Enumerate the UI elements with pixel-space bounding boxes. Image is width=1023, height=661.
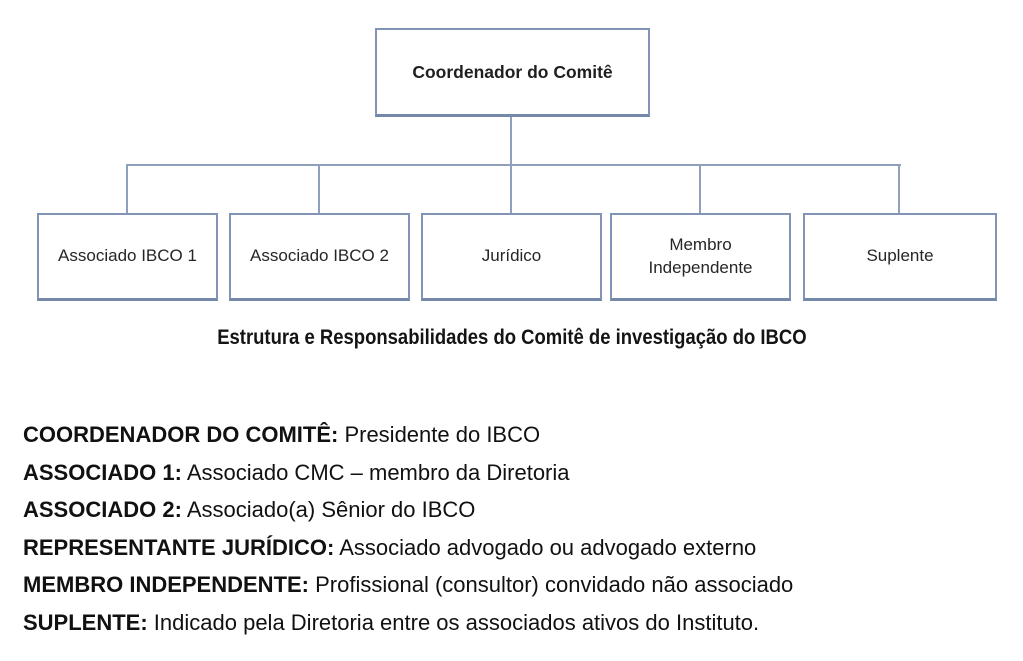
connector-drop-4 [699,165,701,213]
connector-stem [510,117,512,165]
definition-desc: Profissional (consultor) convidado não a… [309,572,794,598]
definition-representante-juridico: REPRESENTANTE JURÍDICO: Associado advoga… [23,529,1003,567]
definition-term: REPRESENTANTE JURÍDICO: [23,534,335,560]
org-box-label: Coordenador do Comitê [412,61,613,82]
definition-suplente: SUPLENTE: Indicado pela Diretoria entre … [23,604,1003,642]
definition-desc: Indicado pela Diretoria entre os associa… [147,609,760,635]
chart-caption: Estrutura e Responsabilidades do Comitê … [216,326,807,349]
org-box-label: Associado IBCO 2 [250,246,389,266]
connector-drop-3 [510,165,512,213]
org-box-label: Associado IBCO 1 [58,246,197,266]
definition-term: SUPLENTE: [23,609,148,635]
org-box-label: Suplente [866,246,934,266]
connector-rail [126,164,901,166]
org-box-label: Jurídico [481,246,542,266]
definition-coordenador: COORDENADOR DO COMITÊ: Presidente do IBC… [23,416,1003,454]
definition-membro-independente: MEMBRO INDEPENDENTE: Profissional (consu… [23,566,1003,604]
definition-term: MEMBRO INDEPENDENTE: [23,572,310,598]
org-box-membro-independente: Membro Independente [610,213,791,301]
org-box-suplente: Suplente [803,213,997,301]
definition-term: COORDENADOR DO COMITÊ: [23,422,339,447]
definition-desc: Presidente do IBCO [338,422,541,447]
connector-drop-1 [126,165,128,213]
definition-desc: Associado advogado ou advogado externo [334,534,757,560]
definition-desc: Associado(a) Sênior do IBCO [181,497,476,523]
org-box-associado-ibco-2: Associado IBCO 2 [229,213,410,301]
connector-drop-2 [318,165,320,213]
definition-associado-2: ASSOCIADO 2: Associado(a) Sênior do IBCO [23,491,1003,529]
org-box-juridico: Jurídico [421,213,602,301]
definition-associado-1: ASSOCIADO 1: Associado CMC – membro da D… [23,454,1003,492]
definition-term: ASSOCIADO 2: [23,497,182,523]
connector-drop-5 [898,165,900,213]
definition-desc: Associado CMC – membro da Diretoria [181,459,570,485]
org-box-label: Membro Independente [648,235,753,277]
definition-term: ASSOCIADO 1: [23,459,182,485]
org-box-coordenador: Coordenador do Comitê [375,28,650,117]
definitions-list: COORDENADOR DO COMITÊ: Presidente do IBC… [23,416,1003,642]
chart-caption-container: Estrutura e Responsabilidades do Comitê … [0,326,1023,350]
org-box-associado-ibco-1: Associado IBCO 1 [37,213,218,301]
